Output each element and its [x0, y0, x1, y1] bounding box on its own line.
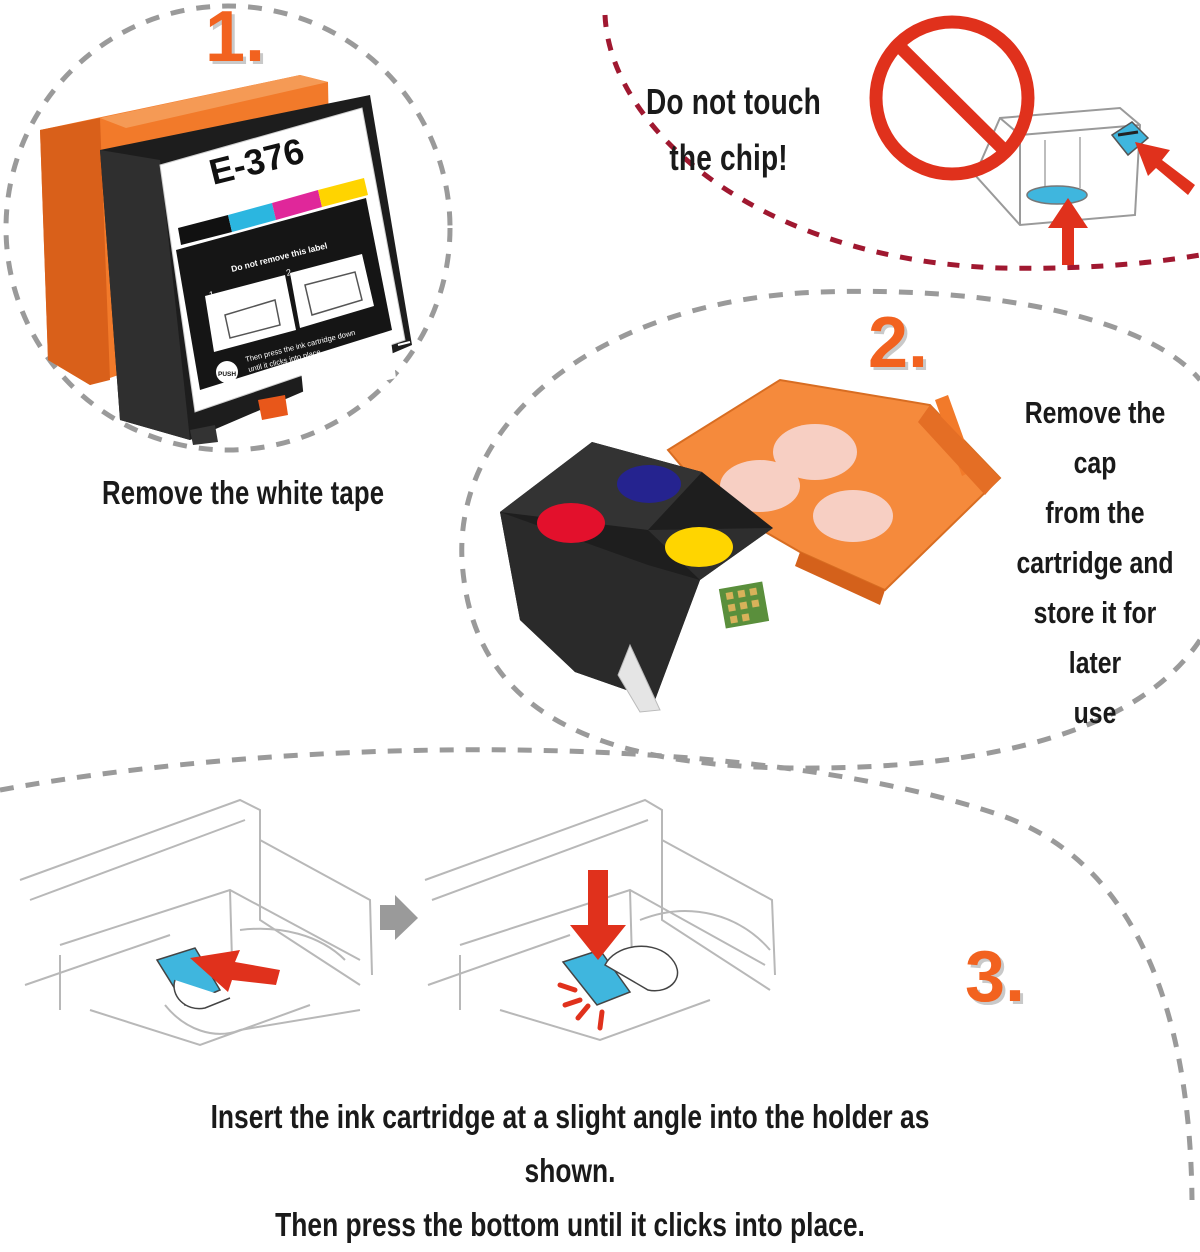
step-3-caption-line: Then press the bottom until it clicks in…: [275, 1206, 865, 1243]
step-2-caption-line: from the: [1045, 495, 1145, 530]
step-3-caption: Insert the ink cartridge at a slight ang…: [162, 1090, 978, 1252]
warning-line: Do not touch: [646, 81, 821, 122]
printer-diagram-left: [19, 798, 373, 1047]
step-2-number: 2.: [868, 303, 929, 383]
label-panel-2-number: 2: [285, 267, 292, 278]
label-arrow-icon: [397, 341, 411, 346]
illustration-canvas: E-376 Do not remove this label 1 2 Then …: [0, 3, 1200, 1200]
cartridge-with-cap-illustration: [40, 75, 412, 445]
warning-line: the chip!: [669, 137, 788, 178]
step2-dashed-loop: [459, 288, 1200, 771]
step-1-caption: Remove the white tape: [102, 474, 385, 511]
step-2-caption-line: store it for later: [1033, 595, 1157, 680]
step-2-caption-line: Remove the cap: [1024, 395, 1166, 480]
label-panel-1-number: 1: [208, 289, 215, 300]
warning-text: Do not touch the chip!: [646, 74, 821, 186]
step-1-number: 1.: [205, 0, 266, 77]
step-2-caption: Remove the cap from the cartridge and st…: [1007, 388, 1183, 738]
step-2-caption-line: cartridge and: [1016, 545, 1174, 580]
step-2-caption-line: use: [1073, 695, 1117, 730]
next-step-arrow-icon: [380, 895, 418, 940]
label-push-badge: PUSH: [218, 371, 236, 378]
printer-right-cartridge: [557, 870, 679, 1031]
step-3-caption-line: Insert the ink cartridge at a slight ang…: [210, 1098, 930, 1189]
printer-diagram-right: [424, 798, 776, 1042]
warning-dashed-line: [602, 14, 1200, 271]
step3-dashed-line: [0, 747, 1195, 1200]
cartridge-and-cap-illustration: [500, 378, 1002, 713]
printer-left-cartridge: [155, 947, 280, 1010]
prohibited-icon: [869, 15, 1035, 181]
step-3-number: 3.: [965, 937, 1026, 1017]
step1-dashed-circle: [3, 3, 453, 453]
chip-warning-illustration: [869, 15, 1195, 265]
